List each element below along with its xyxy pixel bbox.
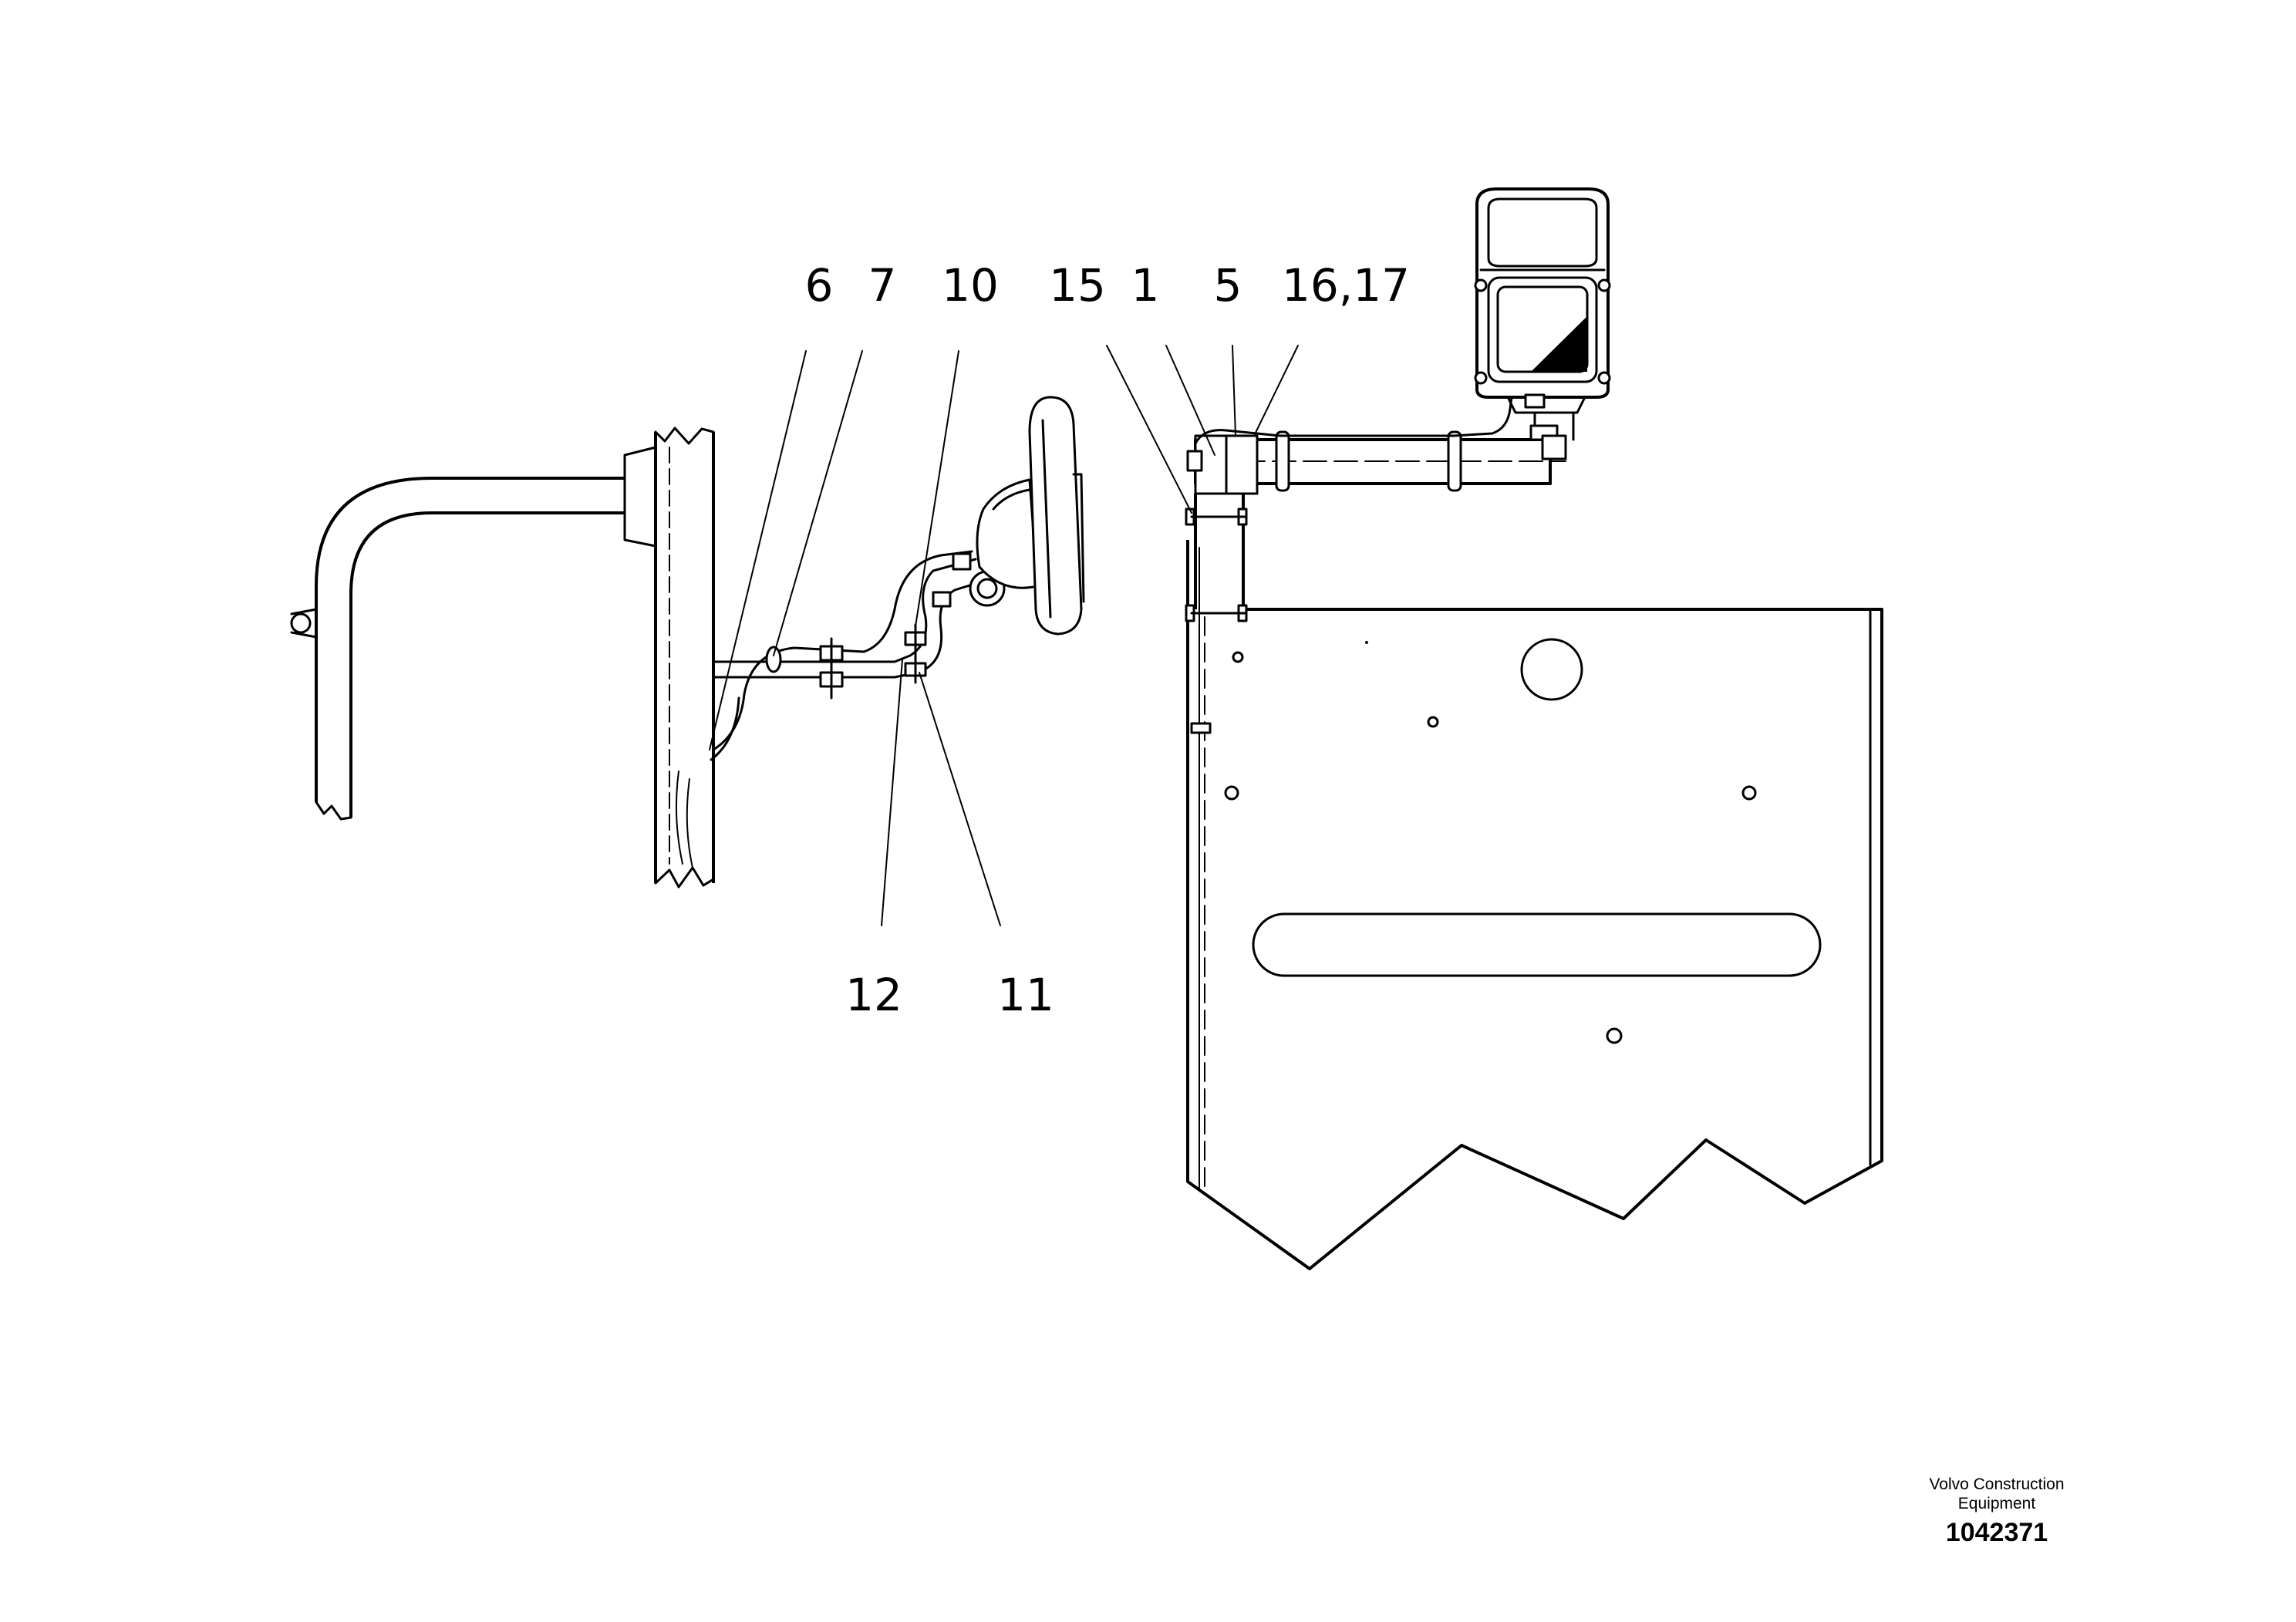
leader-11	[919, 672, 1001, 926]
callout-11: 11	[997, 969, 1054, 1021]
handrail-tube	[290, 477, 625, 821]
vertical-mount-tube	[1185, 494, 1248, 622]
leader-lines	[709, 345, 1299, 926]
mount-flange	[623, 438, 657, 553]
leader-1	[1165, 345, 1215, 456]
callout-10: 10	[942, 259, 999, 312]
leader-16-17	[1254, 345, 1299, 435]
leader-10	[915, 350, 959, 627]
leader-7	[773, 350, 863, 656]
callout-16-17: 16,17	[1282, 259, 1410, 312]
left-view-assembly	[290, 396, 1085, 889]
leader-15	[1106, 345, 1192, 514]
callout-12: 12	[845, 969, 902, 1021]
left-lamp-assembly	[710, 396, 1085, 761]
callout-6: 6	[805, 259, 834, 312]
company-name: Volvo Construction Equipment	[1896, 1475, 2097, 1513]
right-view-assembly	[1185, 187, 1883, 1270]
callout-labels: 6 7 10 15 1 5 16,17 12 11	[805, 259, 1410, 1021]
vertical-post	[654, 427, 715, 889]
company-line-2: Equipment	[1957, 1495, 2036, 1512]
callout-1: 1	[1131, 259, 1160, 312]
document-number: 1042371	[1945, 1518, 2048, 1547]
leader-5	[1232, 345, 1236, 437]
company-line-1: Volvo Construction	[1929, 1475, 2065, 1493]
panel	[1186, 540, 1883, 1270]
callout-15: 15	[1049, 259, 1106, 312]
callout-7: 7	[868, 259, 897, 312]
callout-5: 5	[1214, 259, 1242, 312]
right-lamp-front	[1474, 187, 1611, 460]
leader-6	[709, 350, 807, 750]
horizontal-arm	[1186, 384, 1566, 495]
leader-12	[881, 659, 903, 926]
